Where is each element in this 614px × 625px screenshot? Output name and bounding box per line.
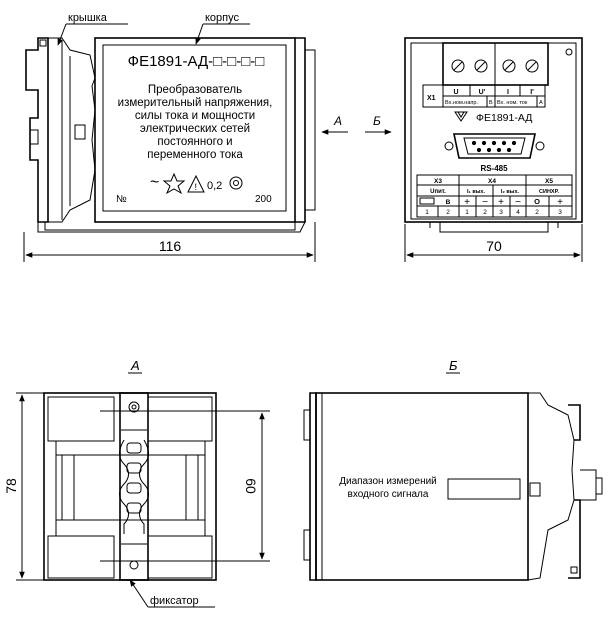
rs485-connector	[444, 133, 545, 159]
desc-line-6: переменного тока	[147, 149, 243, 161]
x4-n4: 4	[516, 209, 520, 216]
dim-70: 70	[486, 238, 502, 254]
view-b: Б Диапазон измерений входного сигнала	[303, 358, 603, 581]
x4-plus-2: +	[498, 197, 504, 208]
view-a: А 60 78	[3, 358, 270, 608]
x3-b: В	[446, 199, 451, 206]
x4-n2: 2	[483, 209, 487, 216]
range-label-2: входного сигнала	[348, 489, 429, 500]
u-prime-label: U'	[479, 89, 486, 96]
side-model: ФЕ1891-АД	[476, 112, 532, 124]
side-view: X1 U U' I I' Вх.ном.напр. В Вх. ном. ток…	[404, 37, 583, 262]
rs485-label: RS-485	[480, 164, 508, 173]
warning-mark: !	[195, 182, 198, 192]
desc-line-4: электрических сетей	[140, 123, 250, 135]
x3-label: X3	[434, 178, 442, 185]
x1-label: X1	[427, 95, 436, 102]
desc-line-1: Преобразователь	[148, 84, 242, 96]
serial-label: №	[116, 194, 127, 205]
view-b-arrow-label: Б	[373, 114, 381, 128]
cert-mark-icon	[229, 176, 243, 190]
x4-n3: 3	[499, 209, 503, 216]
dim-78: 78	[3, 478, 19, 494]
sync-label: СИНХР.	[539, 189, 559, 195]
desc-line-2: измерительный напряжения,	[118, 97, 273, 109]
i-prime-label: I'	[530, 89, 534, 96]
x5-label: X5	[545, 178, 553, 185]
terminal-screws	[451, 59, 539, 73]
x4-label: X4	[488, 178, 496, 185]
front-plate-model: ФЕ1891-АД-□-□-□-□	[128, 53, 265, 70]
accuracy-class: 0,2	[207, 180, 222, 192]
upit-label: Uпит.	[430, 189, 446, 195]
range-label-1: Диапазон измерений	[339, 476, 437, 487]
view-a-title: А	[130, 358, 140, 373]
star-mark-icon	[162, 172, 186, 195]
x4-minus-2: −	[515, 197, 521, 208]
view-a-arrow-label: А	[333, 114, 342, 128]
desc-line-3: силы тока и мощности	[135, 110, 255, 122]
latch-label: фиксатор	[150, 595, 199, 607]
x4-n1: 1	[465, 209, 469, 216]
dim-60: 60	[243, 478, 259, 494]
x5-o: O	[534, 197, 540, 206]
desc-line-5: постоянного и	[157, 136, 232, 148]
dim-116: 116	[159, 238, 182, 254]
x3-n2: 2	[446, 209, 450, 216]
i1-label: I₁ вых.	[467, 189, 485, 195]
input-current-label: Вх. ном. ток	[497, 100, 528, 106]
x4-minus-1: −	[482, 197, 488, 208]
year-label: 200	[255, 194, 272, 205]
i2-label: I₂ вых.	[501, 189, 520, 195]
front-view: ФЕ1891-АД-□-□-□-□ Преобразователь измери…	[23, 12, 316, 262]
rail-segments	[119, 439, 149, 534]
view-arrows: А Б	[321, 114, 392, 135]
view-b-title: Б	[449, 358, 458, 373]
x5-n3: 3	[558, 209, 562, 216]
x4-plus-1: +	[464, 197, 470, 208]
x3-n1: 1	[425, 209, 429, 216]
i-label: I	[507, 89, 509, 96]
unit-a: А	[539, 100, 543, 106]
unit-v: В	[489, 100, 493, 106]
cover-label: крышка	[68, 12, 108, 24]
u-label: U	[453, 89, 458, 96]
x5-n2: 2	[535, 209, 539, 216]
ac-symbol: ~	[150, 174, 159, 191]
x5-plus: +	[557, 197, 563, 208]
housing-label: корпус	[205, 12, 240, 24]
warning-triangle-icon	[187, 174, 205, 193]
logo-icon	[454, 111, 468, 122]
input-voltage-label: Вх.ном.напр.	[445, 100, 478, 106]
